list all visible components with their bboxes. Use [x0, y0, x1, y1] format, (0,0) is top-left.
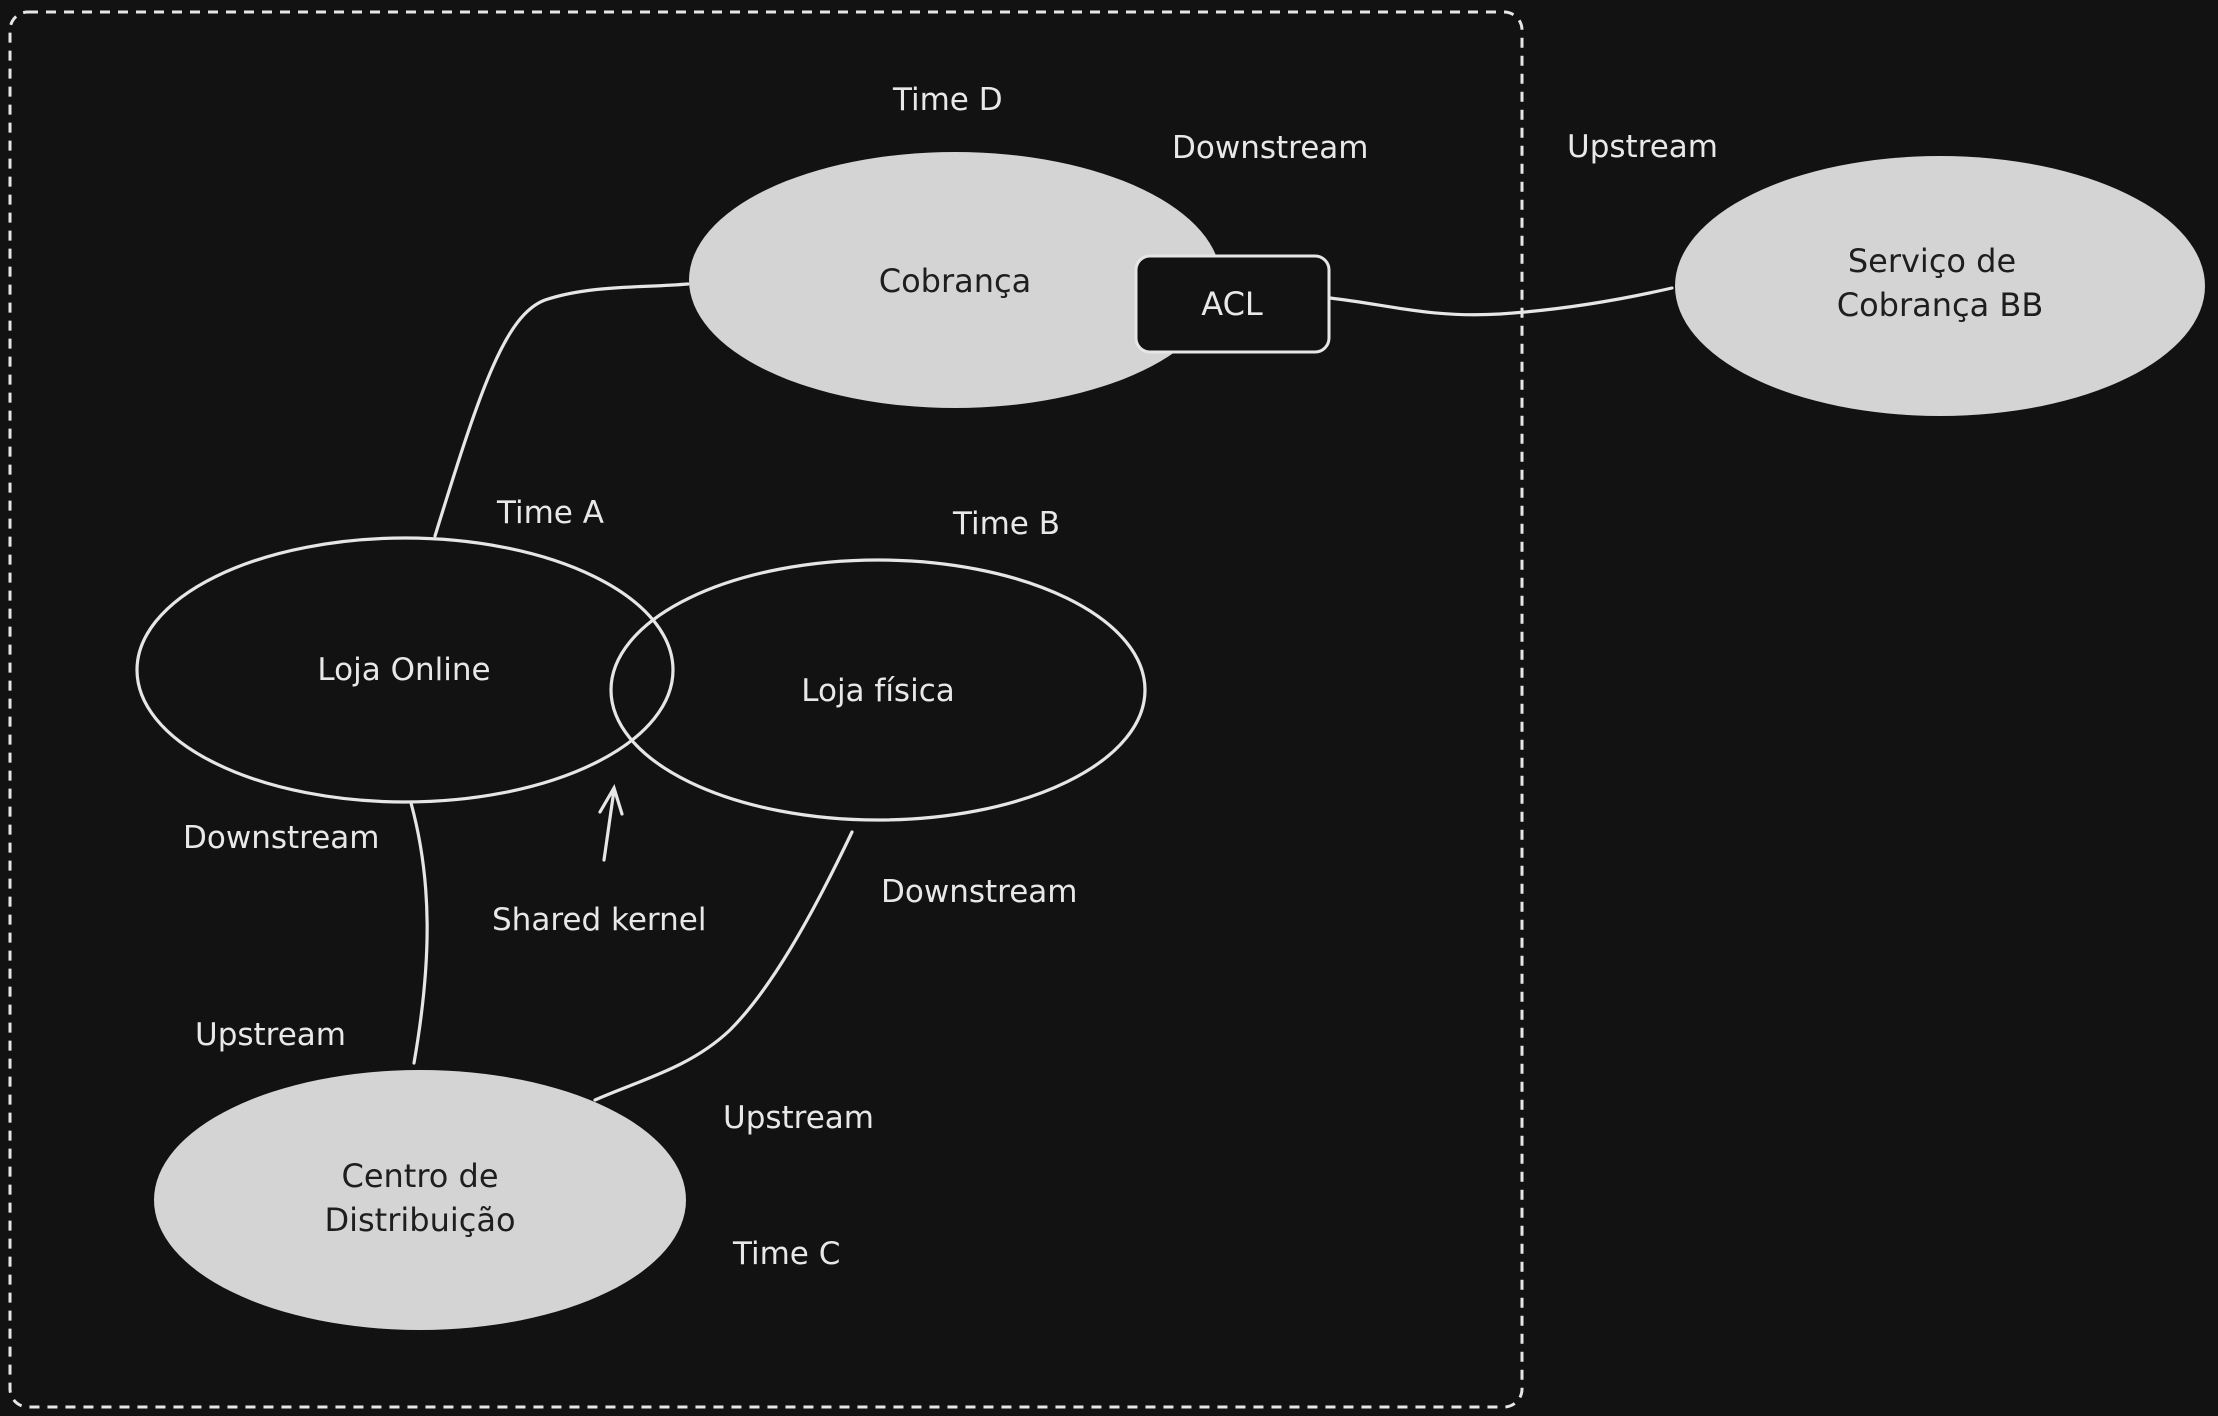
node-cobranca-label: Cobrança	[879, 262, 1031, 300]
label-time-b: Time B	[952, 506, 1060, 542]
node-servico-label-line2: Cobrança BB	[1837, 286, 2044, 324]
node-loja-fisica	[609, 558, 1147, 822]
label-upstream-centro-left: Upstream	[195, 1017, 346, 1053]
node-cobranca	[689, 152, 1221, 408]
label-time-c: Time C	[732, 1236, 840, 1272]
label-time-a: Time A	[496, 495, 604, 531]
node-centro-distribuicao	[154, 1070, 686, 1330]
label-downstream-cobranca: Downstream	[1172, 130, 1368, 166]
edge-loja-fisica-centro	[593, 830, 854, 1102]
label-downstream-loja-online: Downstream	[183, 820, 379, 856]
label-upstream-centro-right: Upstream	[723, 1100, 874, 1136]
node-acl	[1134, 254, 1331, 354]
node-loja-online-label: Loja Online	[317, 652, 490, 688]
label-time-d: Time D	[892, 82, 1003, 118]
node-servico-cobranca-bb	[1675, 156, 2205, 416]
edge-loja-online-cobranca	[433, 282, 690, 538]
node-loja-online	[135, 536, 675, 804]
edge-acl-servico	[1328, 286, 1674, 317]
edge-loja-online-centro	[409, 801, 429, 1065]
node-centro-label-line2: Distribuição	[324, 1201, 515, 1239]
label-downstream-loja-fisica: Downstream	[881, 874, 1077, 910]
shared-kernel-arrow	[598, 784, 624, 862]
node-centro-label-line1: Centro de	[341, 1157, 498, 1195]
node-loja-fisica-label: Loja física	[801, 673, 955, 709]
label-shared-kernel: Shared kernel	[492, 902, 706, 938]
system-boundary-frame	[8, 10, 1524, 1409]
node-servico-label-line1: Serviço de	[1848, 242, 2016, 280]
node-acl-label: ACL	[1201, 285, 1263, 323]
label-upstream-servico: Upstream	[1567, 129, 1718, 165]
